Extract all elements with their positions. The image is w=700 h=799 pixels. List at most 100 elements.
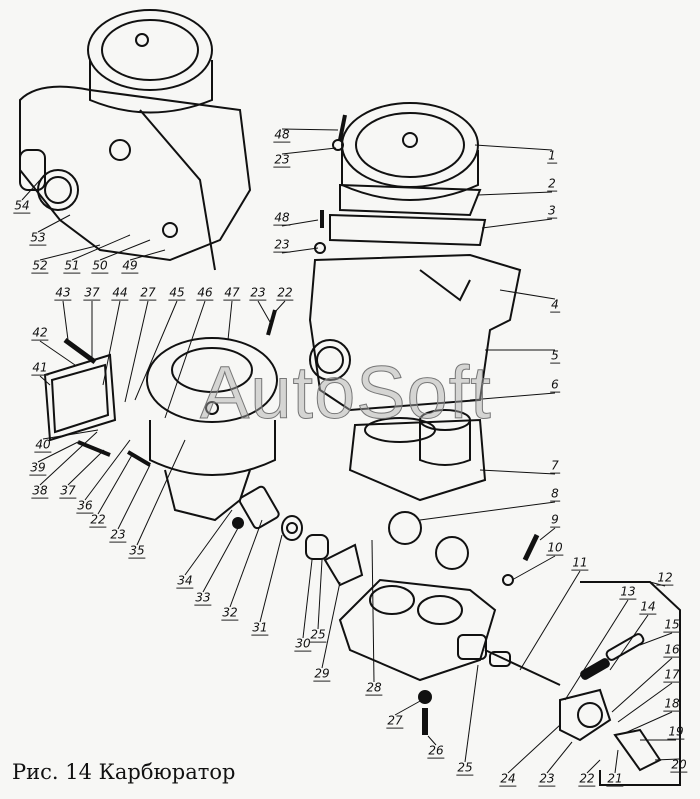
leader-line bbox=[164, 300, 206, 419]
callout-51: 51 bbox=[63, 258, 81, 274]
leader-line bbox=[227, 300, 233, 341]
callout-35: 35 bbox=[128, 543, 146, 559]
leader-line bbox=[394, 699, 423, 716]
leader-line bbox=[281, 147, 337, 155]
callout-39: 39 bbox=[29, 460, 47, 476]
callout-52: 52 bbox=[31, 258, 49, 274]
callout-40: 40 bbox=[34, 437, 52, 453]
leader-line bbox=[624, 711, 673, 734]
leader-line bbox=[614, 749, 619, 774]
callout-47: 47 bbox=[223, 285, 241, 301]
callout-48: 48 bbox=[273, 210, 291, 226]
leader-line bbox=[302, 559, 313, 639]
leader-line bbox=[274, 300, 286, 313]
leader-line bbox=[371, 539, 375, 683]
callout-22: 22 bbox=[276, 285, 294, 301]
callout-25: 25 bbox=[456, 760, 474, 776]
callout-17: 17 bbox=[663, 667, 681, 683]
throttle-body bbox=[338, 578, 561, 686]
callout-5: 5 bbox=[550, 348, 560, 364]
callout-33: 33 bbox=[194, 590, 212, 606]
leader-line bbox=[39, 244, 101, 261]
leader-line bbox=[136, 439, 186, 546]
callout-49: 49 bbox=[121, 258, 139, 274]
callout-37: 37 bbox=[83, 285, 101, 301]
watermark: AutoSoft bbox=[200, 351, 492, 435]
leader-line bbox=[84, 439, 131, 501]
leader-line bbox=[97, 454, 133, 515]
leader-line bbox=[464, 664, 479, 763]
leader-line bbox=[479, 469, 556, 475]
leader-line bbox=[639, 632, 673, 646]
leader-line bbox=[102, 300, 121, 386]
carburetor-body bbox=[308, 253, 522, 502]
leader-line bbox=[42, 429, 99, 440]
leader-line bbox=[546, 741, 573, 774]
callout-4: 4 bbox=[550, 297, 560, 313]
leader-line bbox=[499, 289, 556, 300]
leader-line bbox=[507, 724, 561, 774]
leader-line bbox=[62, 300, 69, 341]
leader-line bbox=[259, 534, 283, 623]
callout-27: 27 bbox=[386, 713, 404, 729]
leader-line bbox=[586, 759, 601, 774]
figure-caption: Рис. 14 Карбюратор bbox=[12, 760, 236, 784]
callout-13: 13 bbox=[619, 584, 637, 600]
leader-line bbox=[564, 599, 629, 701]
leader-line bbox=[474, 144, 553, 151]
leader-line bbox=[39, 431, 98, 486]
callout-41: 41 bbox=[31, 360, 49, 376]
accelerator-pump bbox=[43, 309, 364, 587]
callout-23: 23 bbox=[538, 771, 556, 787]
callout-36: 36 bbox=[76, 498, 94, 514]
leader-line bbox=[611, 657, 673, 713]
callout-27: 27 bbox=[139, 285, 157, 301]
leader-line bbox=[229, 519, 263, 608]
leader-line bbox=[427, 735, 437, 746]
leader-line bbox=[609, 614, 649, 671]
callout-45: 45 bbox=[168, 285, 186, 301]
callout-31: 31 bbox=[251, 620, 269, 636]
callout-34: 34 bbox=[176, 573, 194, 589]
callout-23: 23 bbox=[249, 285, 267, 301]
callout-28: 28 bbox=[365, 680, 383, 696]
callout-11: 11 bbox=[571, 555, 589, 571]
callout-43: 43 bbox=[54, 285, 72, 301]
callout-12: 12 bbox=[656, 570, 674, 586]
leader-line bbox=[67, 449, 105, 486]
leader-line bbox=[124, 300, 149, 403]
callout-3: 3 bbox=[547, 203, 557, 219]
callout-37: 37 bbox=[59, 483, 77, 499]
leader-line bbox=[37, 441, 79, 463]
leader-line bbox=[519, 570, 581, 671]
callout-21: 21 bbox=[606, 771, 624, 787]
leader-line bbox=[469, 392, 556, 401]
callout-42: 42 bbox=[31, 325, 49, 341]
callout-8: 8 bbox=[550, 486, 560, 502]
callout-1: 1 bbox=[547, 148, 557, 164]
callout-30: 30 bbox=[294, 636, 312, 652]
callout-38: 38 bbox=[31, 483, 49, 499]
callout-14: 14 bbox=[639, 599, 657, 615]
callout-19: 19 bbox=[667, 724, 685, 740]
leader-line bbox=[134, 300, 178, 401]
leader-line bbox=[39, 375, 51, 386]
callout-48: 48 bbox=[273, 127, 291, 143]
leader-line bbox=[117, 464, 151, 530]
callout-46: 46 bbox=[196, 285, 214, 301]
leader-line bbox=[39, 340, 76, 366]
leader-line bbox=[617, 682, 673, 723]
callout-44: 44 bbox=[111, 285, 129, 301]
callout-22: 22 bbox=[89, 512, 107, 528]
callout-23: 23 bbox=[273, 152, 291, 168]
leader-line bbox=[184, 509, 233, 576]
callout-2: 2 bbox=[547, 176, 557, 192]
top-cover bbox=[329, 102, 487, 247]
leader-line bbox=[511, 555, 556, 581]
leader-line bbox=[477, 191, 553, 196]
callout-10: 10 bbox=[546, 540, 564, 556]
leader-line bbox=[539, 527, 556, 541]
leader-line bbox=[257, 300, 271, 323]
callout-16: 16 bbox=[663, 642, 681, 658]
